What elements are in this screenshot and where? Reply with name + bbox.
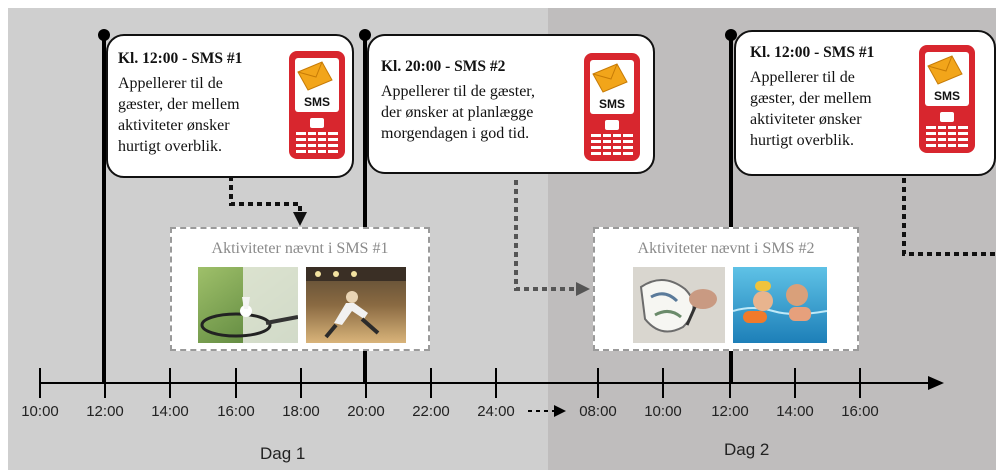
sms-phone-icon: SMS <box>288 50 346 165</box>
bubble-line: Appellerer til de <box>750 69 855 86</box>
sms-phone-icon: SMS <box>918 44 976 159</box>
bubble-line: aktiviteter ønsker <box>750 111 862 128</box>
sms-bubble-3: Kl. 12:00 - SMS #1 Appellerer til de gæs… <box>734 30 996 176</box>
bubble-title: Kl. 12:00 - SMS #1 <box>750 44 875 61</box>
day-label-2: Dag 2 <box>724 440 770 459</box>
connector-sms1 <box>229 176 302 212</box>
sms-phone-icon: SMS <box>583 52 641 167</box>
bubble-line: hurtigt overblik. <box>750 132 854 149</box>
bubble-line: aktiviteter ønsker <box>118 117 230 134</box>
connector-sms2 <box>514 180 576 291</box>
axis-tick-label: 10:00 <box>644 403 682 420</box>
svg-text:SMS: SMS <box>599 97 625 111</box>
bubble-line: morgendagen i god tid. <box>381 125 530 142</box>
svg-text:SMS: SMS <box>304 95 330 109</box>
bubble-title: Kl. 12:00 - SMS #1 <box>118 50 243 67</box>
badminton-photo <box>198 267 298 343</box>
axis-tick-label: 12:00 <box>711 403 749 420</box>
axis-tick-label: 22:00 <box>412 403 450 420</box>
activity-box-label: Aktiviteter nævnt i SMS #1 <box>211 240 389 257</box>
svg-text:SMS: SMS <box>934 89 960 103</box>
connector-sms1-day2 <box>902 178 996 256</box>
activity-box-sms1: Aktiviteter nævnt i SMS #1 <box>170 227 430 351</box>
bowling-photo <box>306 267 406 343</box>
sms-bubble-2: Kl. 20:00 - SMS #2 Appellerer til de gæs… <box>367 34 655 174</box>
drawing-photo <box>633 267 725 343</box>
sms-bubble-1: Kl. 12:00 - SMS #1 Appellerer til de gæs… <box>106 34 354 178</box>
axis-ticks <box>39 368 861 398</box>
axis-tick-label: 20:00 <box>347 403 385 420</box>
axis-tick-label: 08:00 <box>579 403 617 420</box>
connector-sms2-arrowhead <box>576 282 590 296</box>
bubble-line: gæster, der mellem <box>118 96 240 113</box>
bubble-body: Appellerer til de gæster, der mellem akt… <box>750 67 872 151</box>
bubble-title: Kl. 20:00 - SMS #2 <box>381 58 506 75</box>
axis-tick-label: 24:00 <box>477 403 515 420</box>
axis-tick-label: 12:00 <box>86 403 124 420</box>
event-pole-1-dot <box>98 29 110 41</box>
event-pole-3-dot <box>725 29 737 41</box>
activity-box-label: Aktiviteter nævnt i SMS #2 <box>637 240 815 257</box>
axis-tick-label: 14:00 <box>776 403 814 420</box>
axis-tick-label: 16:00 <box>841 403 879 420</box>
axis-tick-label: 18:00 <box>282 403 320 420</box>
event-pole-2-dot <box>359 29 371 41</box>
bubble-line: hurtigt overblik. <box>118 138 222 155</box>
axis-tick-label: 10:00 <box>21 403 59 420</box>
bubble-body: Appellerer til de gæster, der ønsker at … <box>381 81 535 144</box>
axis-tick-label: 16:00 <box>217 403 255 420</box>
bubble-line: Appellerer til de gæster, <box>381 83 535 100</box>
bubble-line: der ønsker at planlægge <box>381 104 534 121</box>
axis-tick-label: 14:00 <box>151 403 189 420</box>
time-axis-arrowhead <box>928 376 944 390</box>
connector-sms1-arrowhead <box>293 212 307 226</box>
day-label-1: Dag 1 <box>260 444 306 463</box>
pool-photo <box>733 267 827 343</box>
bubble-body: Appellerer til de gæster, der mellem akt… <box>118 73 240 157</box>
bubble-line: Appellerer til de <box>118 75 223 92</box>
day-jump-arrowhead <box>554 405 566 417</box>
activity-box-sms2: Aktiviteter nævnt i SMS #2 <box>593 227 859 351</box>
bubble-line: gæster, der mellem <box>750 90 872 107</box>
